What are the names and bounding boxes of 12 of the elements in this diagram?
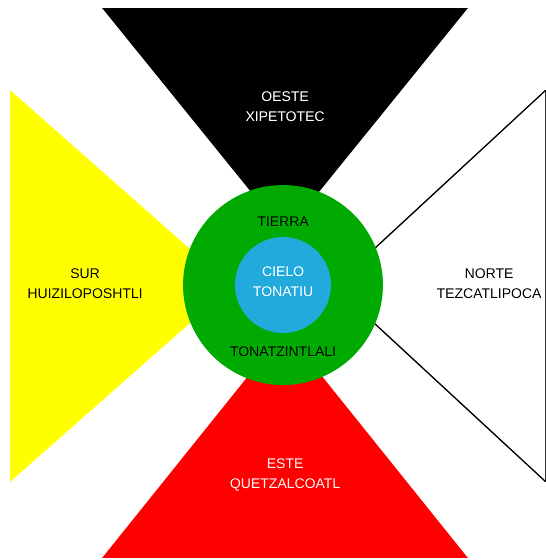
center-label: CIELO <box>262 263 304 279</box>
direction-label: OESTE <box>261 88 309 104</box>
ring-label: TONATZINTLALI <box>230 343 336 359</box>
direction-label: SUR <box>70 265 100 281</box>
deity-name: TEZCATLIPOCA <box>436 285 542 301</box>
direction-label: ESTE <box>266 455 304 471</box>
deity-name: XIPETOTEC <box>245 108 325 124</box>
center-label: TONATIU <box>252 283 314 299</box>
ring-label: TIERRA <box>257 213 309 229</box>
deity-name: HUIZILOPOSHTLI <box>27 285 143 301</box>
direction-label: NORTE <box>464 265 514 281</box>
deity-name: QUETZALCOATL <box>230 475 340 491</box>
